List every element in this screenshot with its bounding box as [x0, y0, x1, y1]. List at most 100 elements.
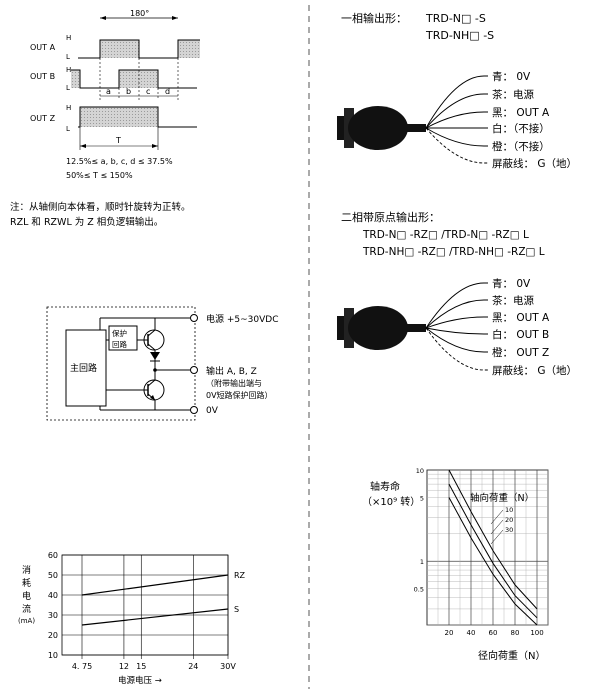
timing-diagram: 180° OUT A H L OUT B H L a b c d OUT Z H… — [30, 9, 200, 180]
encoder-housing — [348, 106, 408, 150]
life-xtick: 40 — [467, 629, 476, 637]
single-wire — [425, 127, 488, 147]
current-ylabel-2: 耗 — [22, 578, 31, 589]
life-ytick: 0.5 — [414, 586, 424, 594]
protect-label-1: 保护 — [112, 328, 127, 338]
out-z-h: H — [66, 104, 71, 112]
encoder-shaft — [337, 116, 345, 140]
current-xtick: 30V — [220, 662, 236, 671]
note-line-2: RZL 和 RZWL 为 Z 相负逻辑输出。 — [10, 216, 163, 228]
encoder-cable — [404, 324, 426, 332]
current-ytick: 40 — [48, 591, 58, 600]
output-label: 输出 A, B, Z — [206, 365, 257, 377]
out-z-wave — [78, 106, 197, 128]
two-wire — [425, 282, 488, 329]
life-xtick: 60 — [489, 629, 498, 637]
out-b-pulse — [119, 70, 158, 88]
main-circuit-box — [65, 329, 107, 407]
current-series-rz — [81, 574, 229, 596]
seg-c: c — [146, 87, 150, 96]
two-wire — [425, 299, 488, 329]
two-phase-title: 二相带原点输出形： — [341, 210, 440, 224]
current-xlabel: 电源电压 → — [118, 675, 162, 686]
out-b-label: OUT B — [30, 72, 55, 81]
life-ytick: 5 — [420, 494, 424, 502]
life-xtick: 80 — [511, 629, 520, 637]
encoder-housing — [348, 306, 408, 350]
out-z-label: OUT Z — [30, 114, 56, 123]
output-terminal — [190, 366, 198, 374]
single-wire — [425, 111, 488, 129]
output-note-2: 0V短路保护回路） — [206, 390, 273, 400]
encoder-shaft — [337, 316, 345, 340]
main-circuit-label: 主回路 — [70, 362, 97, 374]
single-phase-model-1: TRD-N□ -S — [425, 12, 486, 25]
current-ylabel-1: 消 — [22, 564, 31, 576]
out-b-pulse-0 — [71, 70, 80, 88]
life-xlabel: 径向荷重（N） — [478, 649, 545, 662]
current-ytick: 30 — [48, 611, 58, 620]
circuit-boundary — [46, 306, 196, 421]
out-b-l: L — [66, 84, 70, 92]
power-terminal — [190, 314, 198, 322]
out-b-h: H — [66, 66, 71, 74]
encoder-body-2 — [337, 306, 426, 350]
out-a-pulse-2 — [178, 40, 200, 58]
single-wire-label: 屏蔽线： G（地） — [492, 157, 577, 170]
single-phase-model-2: TRD-NH□ -S — [425, 29, 494, 42]
two-wire — [425, 327, 488, 353]
out-a-label: OUT A — [30, 43, 56, 52]
two-wire — [425, 327, 488, 371]
upper-transistor — [143, 329, 165, 351]
current-ytick: 20 — [48, 631, 58, 640]
out-z-pulse — [80, 107, 158, 127]
out-b-wave — [71, 69, 197, 89]
ground-terminal — [190, 406, 198, 414]
life-ytick: 1 — [420, 558, 424, 566]
current-xtick: 24 — [188, 662, 198, 671]
two-wire-label: 白： OUT B — [492, 328, 549, 341]
two-wire — [425, 327, 488, 335]
life-legend-value: 30 — [505, 526, 513, 534]
out-a-l: L — [66, 53, 70, 61]
two-wire-label: 青： 0V — [492, 277, 531, 290]
current-ytick: 10 — [48, 651, 58, 660]
out-a-wave — [78, 39, 200, 59]
life-legend-value: 20 — [505, 516, 513, 524]
two-phase-wiring: 二相带原点输出形： TRD-N□ -RZ□ /TRD-N□ -RZ□ L TRD… — [337, 210, 577, 377]
seg-t: T — [115, 136, 121, 145]
life-legend-leader — [490, 509, 504, 525]
current-plot-frame — [61, 554, 229, 656]
encoder-cable — [404, 124, 426, 132]
current-series-s-label: S — [234, 605, 239, 614]
life-legend-title: 轴向荷重（N） — [470, 492, 534, 504]
seg-d: d — [165, 87, 170, 96]
current-yunit: (mA) — [18, 617, 35, 625]
power-label: 电源 +5~30VDC — [206, 313, 279, 325]
current-ytick: 60 — [48, 551, 58, 560]
life-legend-leader — [490, 519, 504, 535]
single-wire-label: 青： 0V — [492, 70, 531, 83]
two-wire-label: 屏蔽线： G（地） — [492, 364, 577, 377]
timing-condition-1: 12.5%≤ a, b, c, d ≤ 37.5% — [66, 157, 173, 166]
current-xtick: 4. 75 — [72, 662, 92, 671]
life-legend-leader — [490, 529, 504, 545]
life-series-30 — [448, 497, 538, 626]
timing-condition-2: 50%≤ T ≤ 150% — [66, 171, 133, 180]
two-wire-label: 黑： OUT A — [492, 312, 550, 324]
protect-circuit-box — [108, 325, 138, 351]
current-ytick: 50 — [48, 571, 58, 580]
protect-label-2: 回路 — [112, 339, 127, 349]
pulse-label: 180° — [130, 9, 149, 18]
out-z-l: L — [66, 125, 70, 133]
single-wire-label: 茶：电源 — [492, 88, 534, 101]
encoder-body-1 — [337, 106, 426, 150]
life-xtick: 20 — [445, 629, 454, 637]
two-phase-model-2: TRD-NH□ -RZ□ /TRD-NH□ -RZ□ L — [362, 246, 545, 258]
single-wire-label: 白：（不接） — [492, 122, 550, 135]
life-ylabel: 轴寿命 — [370, 480, 400, 493]
out-a-pulse — [100, 40, 139, 58]
seg-a: a — [106, 87, 111, 96]
current-ylabel-3: 电 — [22, 590, 31, 602]
